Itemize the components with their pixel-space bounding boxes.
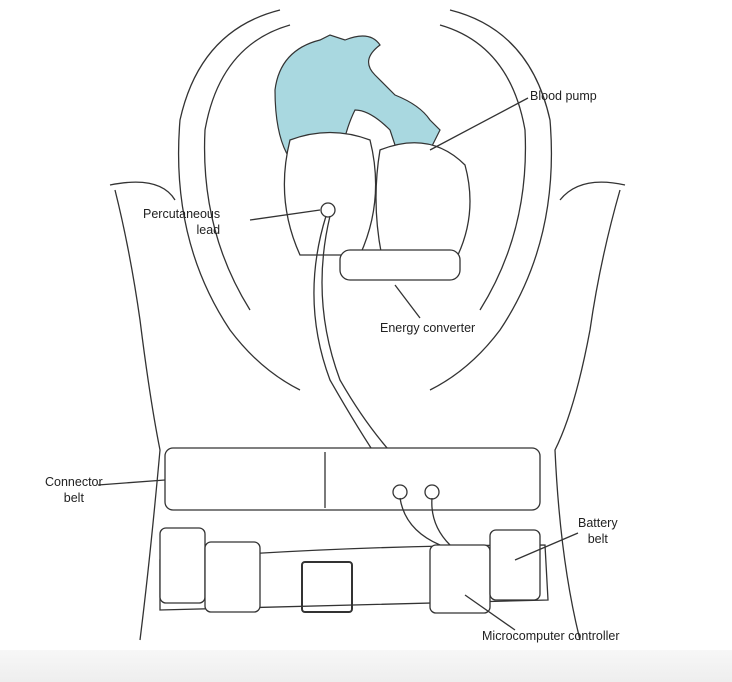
label-line: Connector bbox=[45, 475, 103, 489]
label-energy-converter: Energy converter bbox=[380, 321, 476, 335]
torso-outline-left bbox=[109, 181, 176, 641]
microcomputer-controller bbox=[429, 544, 491, 614]
torso-outline-right bbox=[554, 181, 626, 641]
energy-converter bbox=[339, 249, 461, 281]
label-blood-pump: Blood pump bbox=[530, 89, 597, 103]
label-line: lead bbox=[196, 223, 221, 237]
connector-belt bbox=[164, 447, 541, 511]
belt-buckle bbox=[301, 561, 353, 613]
battery-pack bbox=[159, 527, 206, 604]
lead-port bbox=[320, 202, 336, 218]
label-line: Percutaneous bbox=[143, 207, 221, 221]
label-battery-belt: Battery belt bbox=[578, 515, 618, 547]
label-line: Battery bbox=[578, 516, 618, 530]
label-connector-belt: Connector belt bbox=[45, 474, 103, 506]
label-line: belt bbox=[63, 491, 84, 505]
ribcage bbox=[177, 9, 553, 391]
label-percutaneous-lead: Percutaneous lead bbox=[143, 206, 220, 238]
label-line: belt bbox=[587, 532, 608, 546]
battery-pack bbox=[204, 541, 261, 613]
bottom-strip bbox=[0, 650, 732, 682]
blood-pump bbox=[283, 131, 471, 281]
battery-pack bbox=[489, 529, 541, 601]
label-microcomputer-controller: Microcomputer controller bbox=[482, 629, 620, 643]
